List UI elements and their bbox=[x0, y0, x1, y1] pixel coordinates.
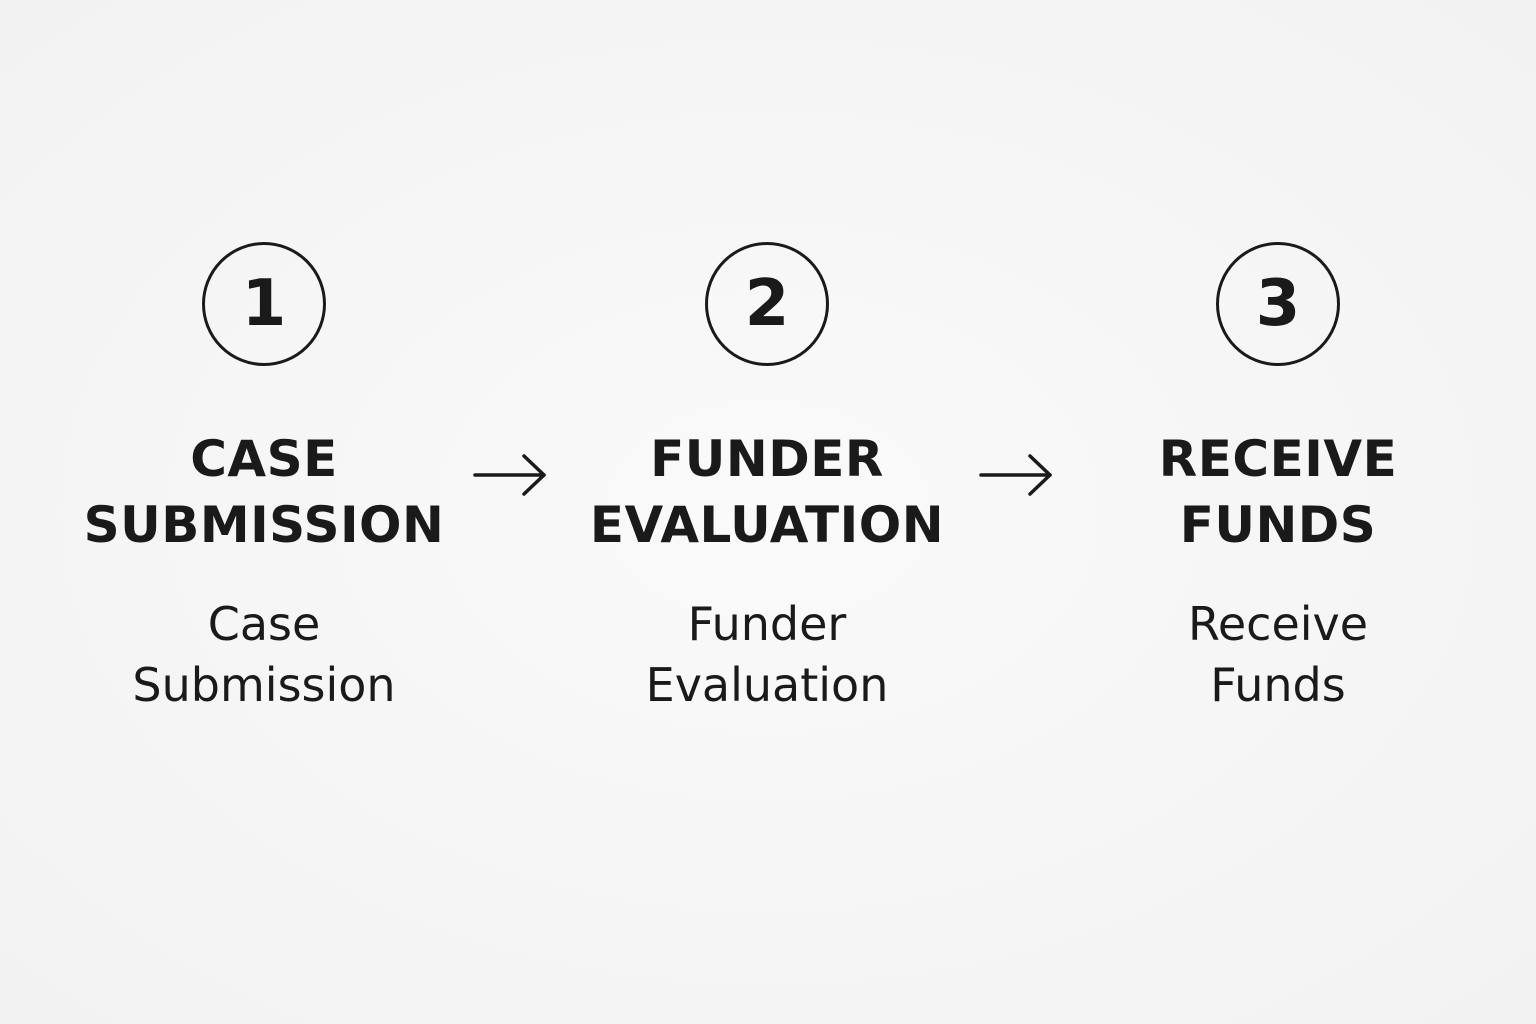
step-title-line: CASE bbox=[190, 430, 338, 488]
step-description-line: Funder bbox=[687, 597, 847, 651]
step-title-line: SUBMISSION bbox=[83, 496, 445, 554]
step-title-line: FUNDER bbox=[650, 430, 884, 488]
step-description: Receive Funds bbox=[1058, 594, 1498, 716]
step-title-line: RECEIVE bbox=[1158, 430, 1398, 488]
step-description-line: Evaluation bbox=[645, 658, 889, 712]
step-number-badge: 1 bbox=[202, 242, 326, 366]
step-description: Case Submission bbox=[44, 594, 484, 716]
step-title: RECEIVE FUNDS bbox=[1058, 426, 1498, 558]
step-description-line: Funds bbox=[1210, 658, 1346, 712]
step-description-line: Receive bbox=[1187, 597, 1369, 651]
step-number-badge: 2 bbox=[705, 242, 829, 366]
step-title-line: EVALUATION bbox=[589, 496, 945, 554]
step-number-badge: 3 bbox=[1216, 242, 1340, 366]
right-arrow-icon bbox=[979, 454, 1052, 496]
step-description-line: Case bbox=[207, 597, 321, 651]
step-title-line: FUNDS bbox=[1179, 496, 1377, 554]
step-description-line: Submission bbox=[132, 658, 396, 712]
step-title: CASE SUBMISSION bbox=[44, 426, 484, 558]
step-title: FUNDER EVALUATION bbox=[547, 426, 987, 558]
step-description: Funder Evaluation bbox=[547, 594, 987, 716]
right-arrow-icon bbox=[473, 454, 546, 496]
